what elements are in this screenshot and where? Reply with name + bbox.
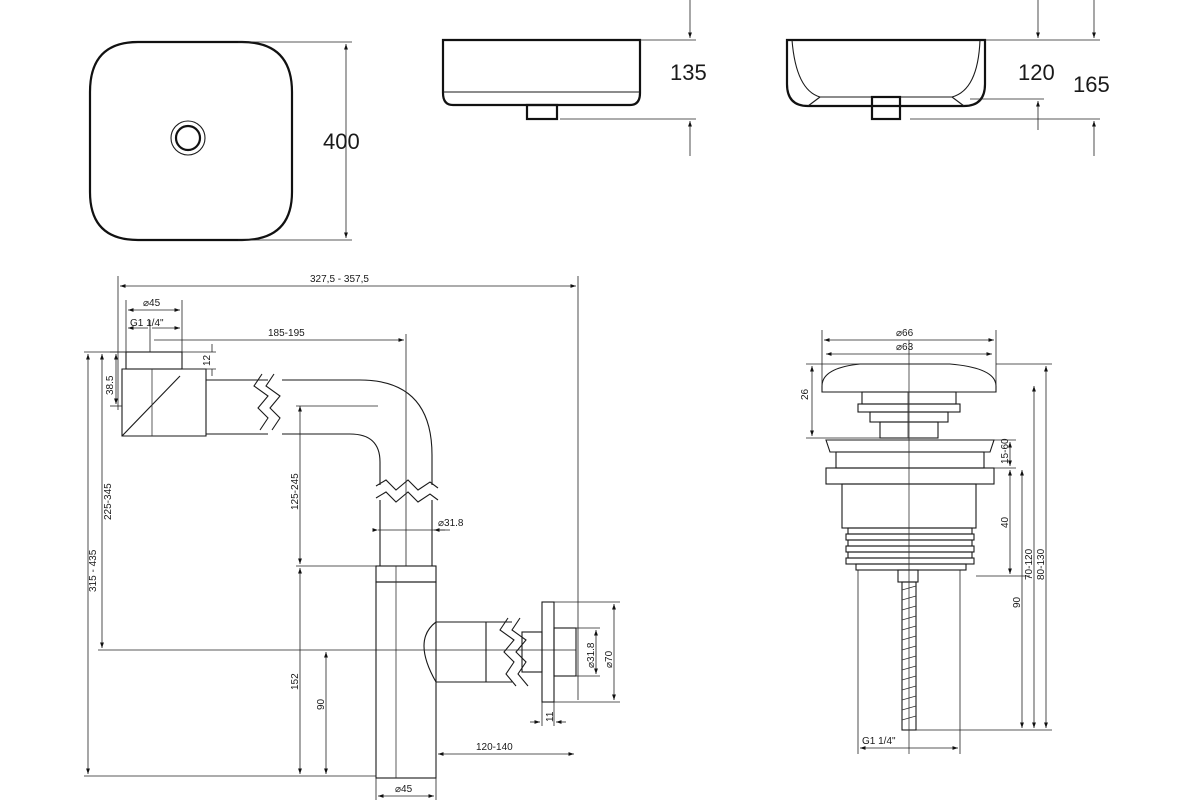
siphon-total-height: 315 - 435: [88, 549, 99, 592]
basin-side-outer-label: 165: [1073, 72, 1110, 97]
drain-body-height: 40: [1000, 516, 1011, 528]
siphon-inlet-height: 38.5: [105, 375, 116, 395]
siphon-inlet-range: 225-345: [103, 483, 114, 520]
siphon-overall-width: 327,5 - 357,5: [310, 274, 369, 285]
drain-bolt-length: 90: [1012, 596, 1023, 608]
drain-range-2: 80-130: [1036, 548, 1047, 580]
drain-gap: 15-60: [1000, 438, 1011, 464]
siphon-drawing: 327,5 - 357,5 ⌀45 G1 1/4" 185-195 12 38.…: [84, 274, 620, 800]
siphon-pipe-diameter: ⌀31.8: [438, 518, 464, 529]
siphon-trap-height: 152: [290, 673, 301, 690]
basin-side-view: 120 165: [785, 0, 1110, 156]
basin-side-inner-label: 120: [1018, 60, 1055, 85]
siphon-trap-diameter: ⌀45: [395, 784, 413, 795]
basin-front-view: 135: [441, 0, 707, 156]
drain-cap-outer: ⌀66: [896, 328, 914, 339]
siphon-outlet-run: 120-140: [476, 742, 513, 753]
basin-front-height-label: 135: [670, 60, 707, 85]
drain-cap-inner: ⌀63: [896, 342, 914, 353]
basin-width-label: 400: [323, 129, 360, 154]
siphon-outlet-height: 90: [316, 698, 327, 710]
drain-cap-height: 26: [800, 388, 811, 400]
drain-valve-drawing: ⌀66 ⌀63 26 15-60 40 90 70-120 80-130 G1 …: [800, 328, 1052, 754]
siphon-flange-thickness: 11: [545, 711, 556, 722]
siphon-vertical-run: 125-245: [290, 473, 301, 510]
siphon-wall-flange: ⌀70: [604, 650, 615, 668]
drain-thread: G1 1/4": [862, 736, 896, 747]
siphon-inlet-depth: 12: [202, 354, 213, 366]
drain-range-1: 70-120: [1024, 548, 1035, 580]
siphon-inlet-thread: G1 1/4": [130, 318, 164, 329]
siphon-horizontal-run: 185-195: [268, 328, 305, 339]
basin-top-view: 400: [88, 40, 360, 242]
siphon-wall-pipe: ⌀31.8: [586, 642, 597, 668]
thread-rings: [845, 527, 975, 571]
siphon-inlet-diameter: ⌀45: [143, 298, 161, 309]
